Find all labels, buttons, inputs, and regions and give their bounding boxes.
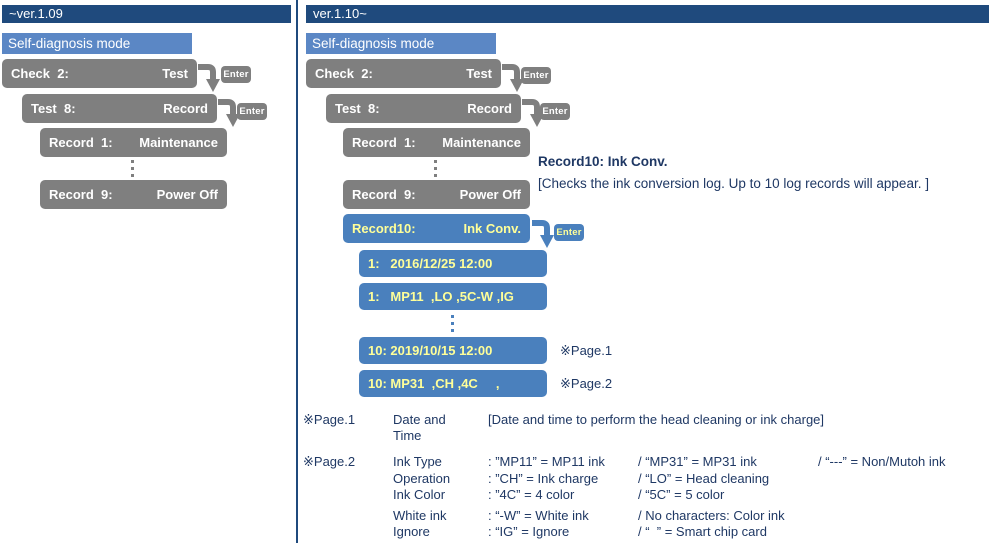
legend-row-def: : ”CH” = Ink charge [488, 470, 599, 486]
legend-row-def: / “LO” = Head cleaning [638, 470, 770, 486]
menu-item-value: Ink Conv. [463, 221, 521, 236]
enter-key-button: Enter [554, 224, 584, 241]
legend-page1-desc: [Date and time to perform the head clean… [488, 412, 825, 427]
menu-item-label: Test 8: [335, 101, 380, 116]
lcd-screen-log10-detail: 10: MP31 ,CH ,4C , [359, 370, 547, 397]
legend-row-label: Operation [393, 470, 451, 486]
enter-key-button: Enter [521, 67, 551, 84]
enter-key-button: Enter [237, 103, 267, 120]
continuation-dots [434, 160, 437, 177]
menu-item-label: Test 8: [31, 101, 76, 116]
menu-item-record1: Record 1: Maintenance [40, 128, 227, 157]
menu-item-test8: Test 8: Record [326, 94, 521, 123]
legend-row-def: / “5C” = 5 color [638, 487, 725, 502]
legend-page2-ref: ※Page.2 [303, 454, 356, 469]
enter-key-button: Enter [540, 103, 570, 120]
page2-reference-mark: ※Page.2 [560, 376, 613, 391]
continuation-dots [131, 160, 134, 177]
lcd-screen-log1-detail: 1: MP11 ,LO ,5C-W ,IG [359, 283, 547, 310]
menu-item-check2: Check 2: Test [306, 59, 501, 88]
menu-item-label: Record 1: [352, 135, 416, 150]
legend-row-ignore: Ignore : “IG” = Ignore / “ ” = Smart chi… [393, 524, 946, 541]
menu-item-value: Power Off [156, 187, 218, 202]
version-header-right: ver.1.10~ [306, 5, 989, 23]
menu-item-record9: Record 9: Power Off [40, 180, 227, 209]
legend-row-label: White ink [393, 507, 447, 523]
menu-item-value: Maintenance [139, 135, 218, 150]
legend-row-def: : ”4C” = 4 color [488, 487, 575, 502]
menu-item-label: Record 9: [352, 187, 416, 202]
menu-item-label: Record10: [352, 221, 416, 236]
mode-header-left: Self-diagnosis mode [2, 33, 192, 54]
version-header-left: ~ver.1.09 [2, 5, 291, 23]
legend-row-ink-color: Ink Color : ”4C” = 4 color / “5C” = 5 co… [393, 487, 946, 504]
legend-row-ink-type: Ink Type : ”MP11” = MP11 ink / “MP31” = … [393, 454, 946, 471]
legend-page2-rows: Ink Type : ”MP11” = MP11 ink / “MP31” = … [393, 454, 946, 541]
continuation-dots [451, 315, 454, 332]
menu-item-test8: Test 8: Record [22, 94, 217, 123]
legend-row-def: : ”MP11” = MP11 ink [488, 454, 605, 469]
menu-item-value: Power Off [459, 187, 521, 202]
menu-item-value: Test [466, 66, 492, 81]
record10-note-body: [Checks the ink conversion log. Up to 10… [538, 176, 929, 191]
menu-item-record9: Record 9: Power Off [343, 180, 530, 209]
legend-row-def: / No characters: Color ink [638, 507, 785, 523]
legend-page1-label: Date and Time [393, 412, 446, 443]
legend-row-def: / “---” = Non/Mutoh ink [818, 454, 946, 469]
legend-row-def: / “ ” = Smart chip card [638, 524, 767, 539]
menu-item-label: Record 1: [49, 135, 113, 150]
menu-item-label: Check 2: [11, 66, 69, 81]
legend-page1-ref: ※Page.1 [303, 412, 356, 427]
legend-row-label: Ink Type [393, 454, 442, 469]
legend-row-label: Ignore [393, 524, 430, 539]
menu-item-value: Test [162, 66, 188, 81]
lcd-screen-log10-date: 10: 2019/10/15 12:00 [359, 337, 547, 364]
record10-note-title: Record10: Ink Conv. [538, 154, 668, 169]
enter-flow-arrow-icon [502, 64, 524, 92]
menu-item-value: Record [163, 101, 208, 116]
enter-flow-arrow-icon [532, 220, 554, 248]
menu-item-label: Check 2: [315, 66, 373, 81]
legend-row-operation: Operation : ”CH” = Ink charge / “LO” = H… [393, 471, 946, 488]
lcd-screen-log1-date: 1: 2016/12/25 12:00 [359, 250, 547, 277]
menu-item-record10: Record10: Ink Conv. [343, 214, 530, 243]
enter-flow-arrow-icon [198, 64, 220, 92]
menu-item-value: Maintenance [442, 135, 521, 150]
legend-row-label: Ink Color [393, 487, 446, 502]
menu-item-check2: Check 2: Test [2, 59, 197, 88]
menu-item-value: Record [467, 101, 512, 116]
page1-reference-mark: ※Page.1 [560, 343, 613, 358]
legend-row-white-ink: White ink : “-W” = White ink / No charac… [393, 508, 946, 525]
legend-row-def: : “-W” = White ink [488, 507, 589, 523]
menu-item-label: Record 9: [49, 187, 113, 202]
legend-row-def: / “MP31” = MP31 ink [638, 454, 757, 469]
legend-row-def: : “IG” = Ignore [488, 524, 570, 539]
column-divider [296, 0, 298, 543]
menu-item-record1: Record 1: Maintenance [343, 128, 530, 157]
enter-flow-arrow-icon [218, 99, 240, 127]
enter-key-button: Enter [221, 66, 251, 83]
mode-header-right: Self-diagnosis mode [306, 33, 496, 54]
